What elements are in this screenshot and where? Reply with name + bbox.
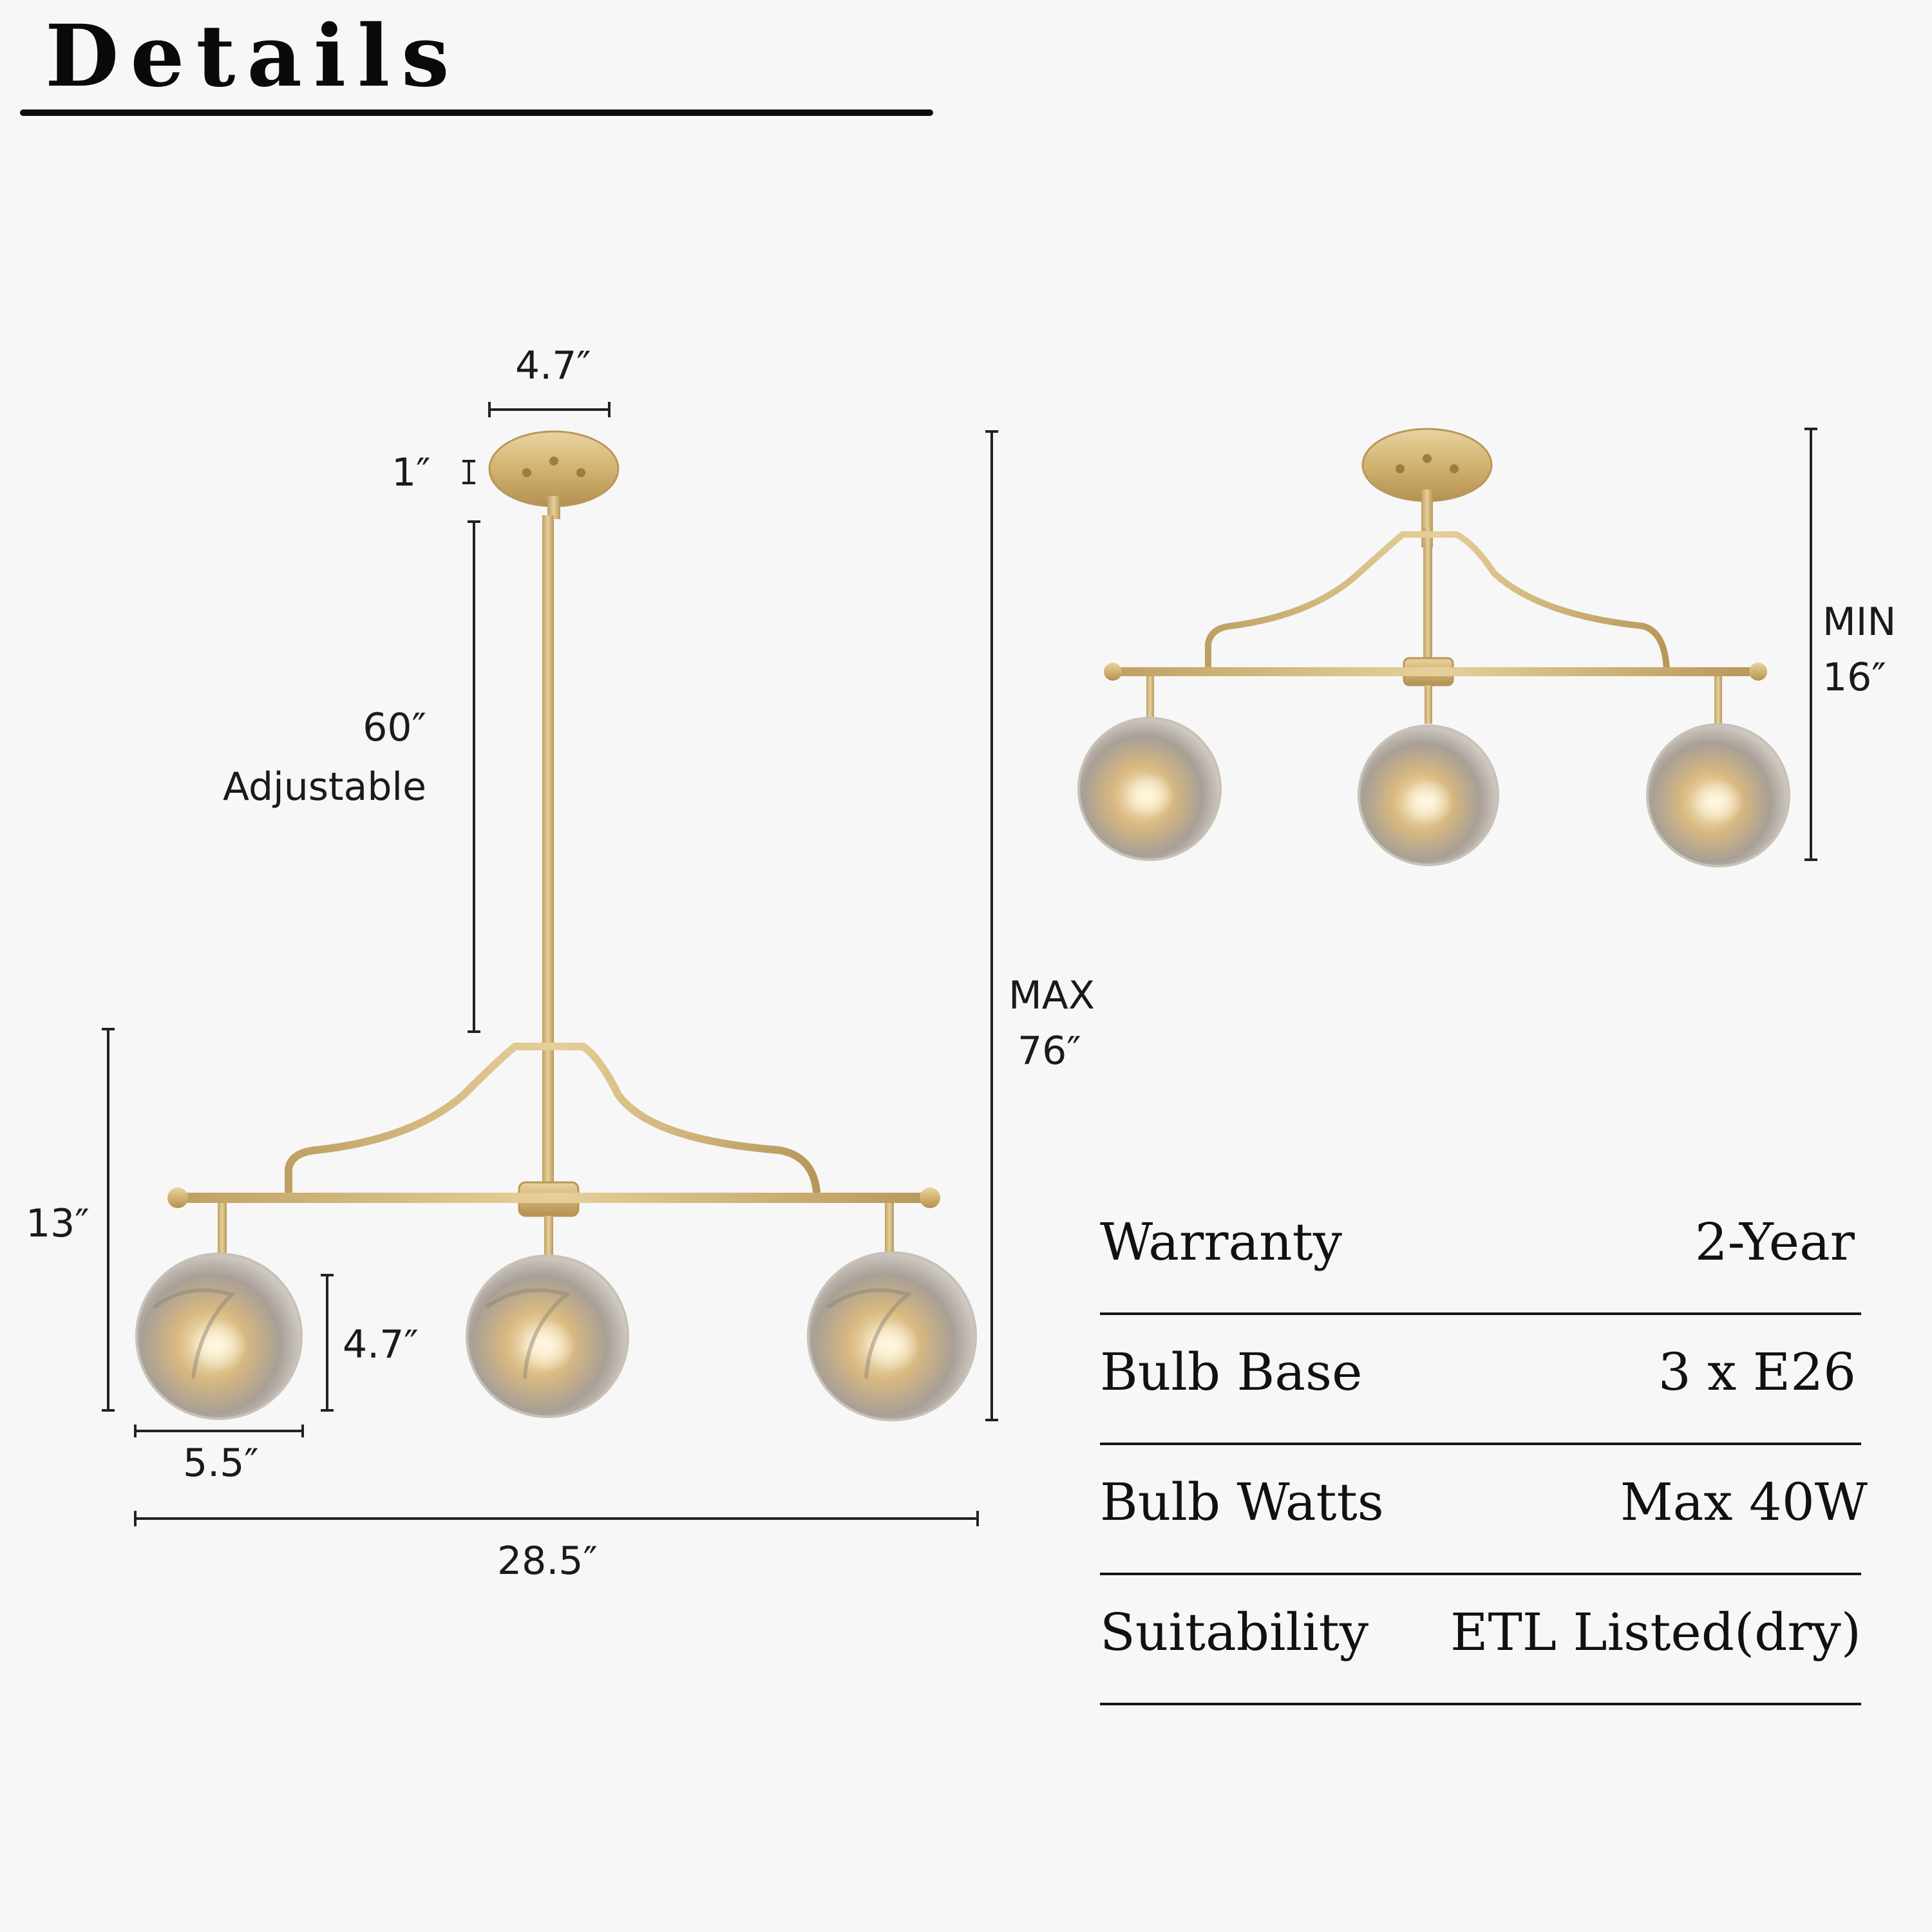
spec-label: Suitability <box>1100 1602 1369 1662</box>
fixture-max-extension <box>135 430 977 1421</box>
arch-arm <box>285 1043 820 1195</box>
dim-canopy-width: 4.7″ <box>515 343 591 388</box>
title-underline <box>20 109 933 116</box>
spec-row-warranty: Warranty 2-Year <box>1100 1185 1861 1315</box>
page-title: Details <box>45 6 461 106</box>
spec-row-bulb-base: Bulb Base 3 x E26 <box>1100 1315 1861 1445</box>
shade-left <box>1077 717 1222 861</box>
dim-canopy-height: 1″ <box>392 450 431 495</box>
shade-left <box>135 1253 303 1420</box>
dimension-lines <box>102 402 1817 1526</box>
spec-label: Bulb Watts <box>1100 1472 1384 1532</box>
spec-value: Max 40W <box>1620 1472 1868 1532</box>
spec-label: Bulb Base <box>1100 1342 1363 1402</box>
arch-arm <box>1205 531 1670 673</box>
shade-center <box>1358 724 1499 866</box>
dim-fixture-height: 13″ <box>26 1201 90 1246</box>
crossbar <box>174 1193 934 1203</box>
dim-min-value: 16″ <box>1823 655 1886 700</box>
spec-table: Warranty 2-Year Bulb Base 3 x E26 Bulb W… <box>1100 1185 1868 1705</box>
fixture-min-extension <box>1077 428 1790 867</box>
dim-shade-height: 4.7″ <box>343 1322 419 1367</box>
shade-right <box>807 1251 977 1421</box>
shade-right <box>1646 723 1790 867</box>
spec-label: Warranty <box>1100 1212 1343 1272</box>
spec-value: ETL Listed(dry) <box>1450 1602 1861 1662</box>
dim-rod-length: 60″ <box>363 705 426 750</box>
spec-row-suitability: Suitability ETL Listed(dry) <box>1100 1575 1861 1705</box>
down-rod <box>1423 528 1432 676</box>
dim-shade-width: 5.5″ <box>183 1441 259 1486</box>
spec-value: 3 x E26 <box>1658 1342 1856 1402</box>
dim-overall-width: 28.5″ <box>497 1539 598 1584</box>
dim-max-value: 76″ <box>1018 1028 1081 1074</box>
down-rod <box>542 515 554 1198</box>
dim-min-label: MIN <box>1823 600 1897 645</box>
shade-center <box>466 1255 629 1418</box>
spec-row-bulb-watts: Bulb Watts Max 40W <box>1100 1445 1868 1575</box>
dim-rod-note: Adjustable <box>223 764 426 810</box>
dim-max-label: MAX <box>1009 973 1095 1018</box>
spec-value: 2-Year <box>1694 1212 1855 1272</box>
crossbar <box>1108 667 1761 676</box>
canopy <box>488 430 620 507</box>
